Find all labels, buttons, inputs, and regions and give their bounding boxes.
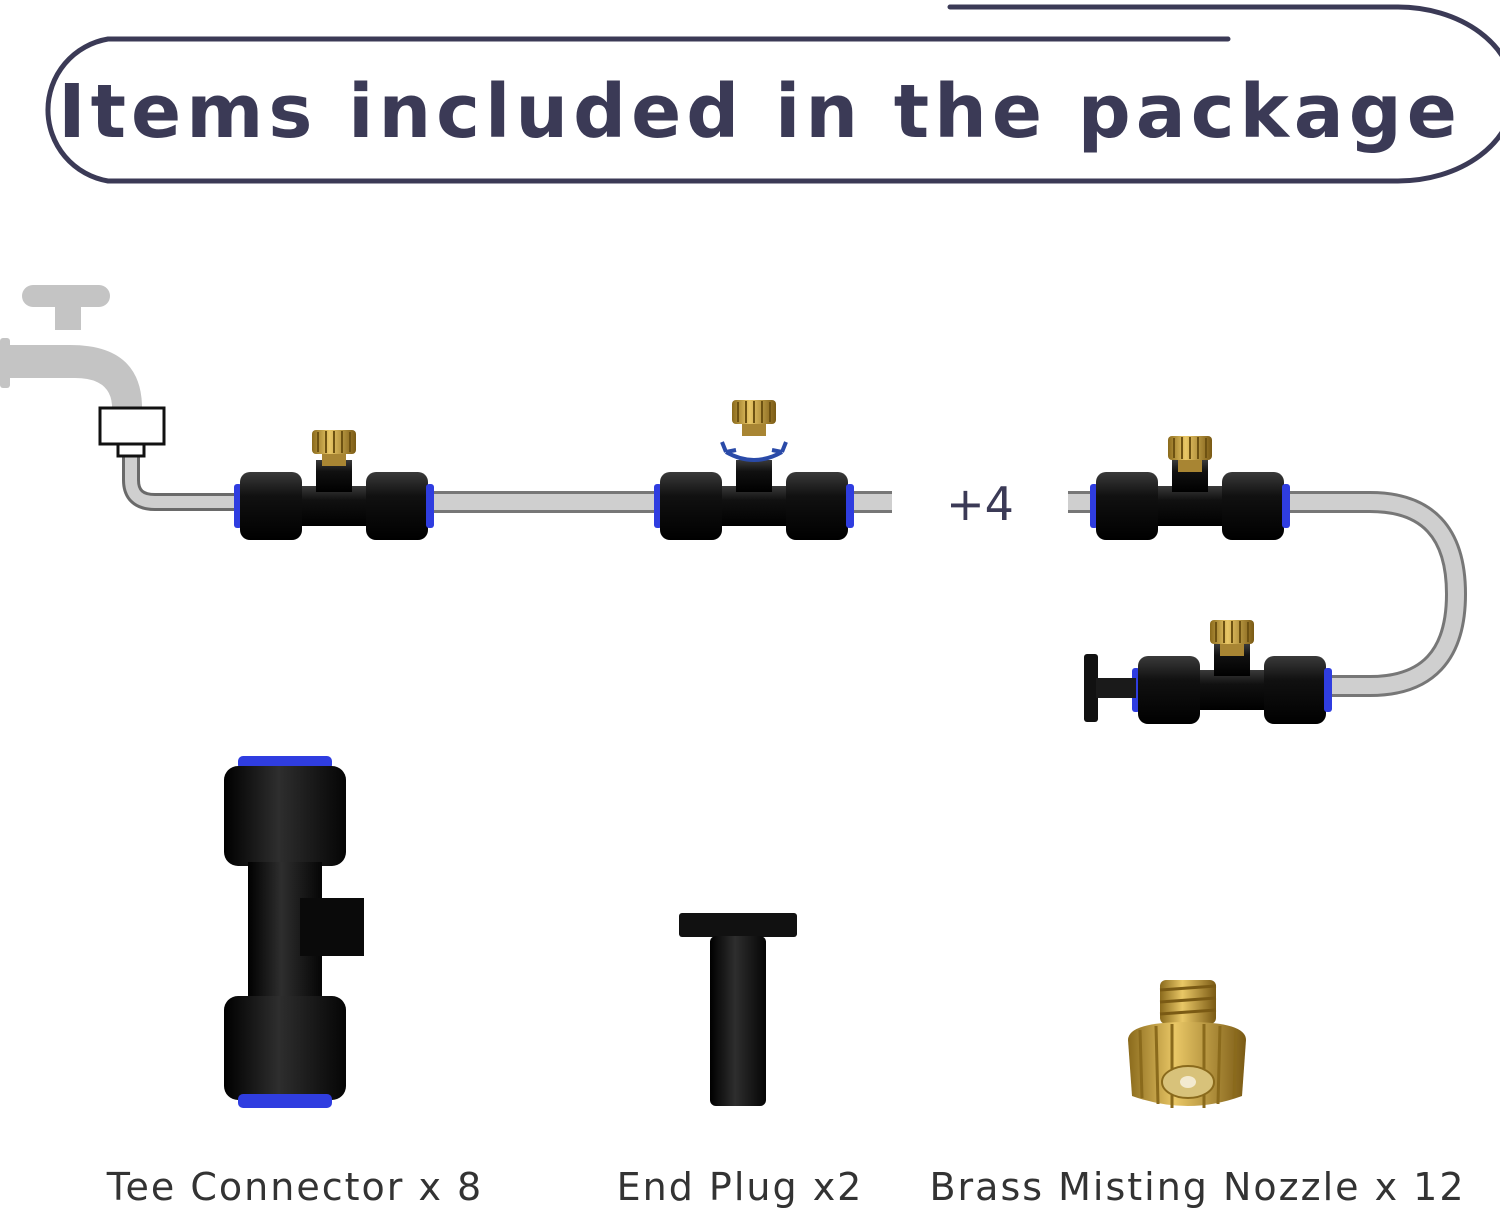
page-title: Items included in the package: [58, 69, 1462, 155]
faucet-icon: [0, 285, 142, 410]
faucet-adapter: [98, 406, 166, 458]
tee-fitting-icon: [1090, 435, 1290, 540]
item-caption-tee-connector: Tee Connector x 8: [106, 1165, 484, 1209]
tee-fitting-icon: [234, 429, 434, 540]
item-caption-brass-nozzle: Brass Misting Nozzle x 12: [929, 1165, 1466, 1209]
multiplier-label: +4: [946, 477, 1014, 531]
tee-connector-product: [224, 756, 364, 1108]
brass-nozzle-icon: [1128, 980, 1246, 1108]
tee-fitting-icon: [654, 399, 854, 540]
end-plug-product: [679, 913, 797, 1106]
tee-fitting-icon: [1132, 619, 1332, 724]
tubing: [122, 455, 1468, 697]
end-plug-icon: [1084, 654, 1136, 722]
title-frame: [45, 4, 1500, 184]
rotate-arrow-icon: [720, 441, 788, 462]
item-caption-end-plug: End Plug x2: [616, 1165, 864, 1209]
